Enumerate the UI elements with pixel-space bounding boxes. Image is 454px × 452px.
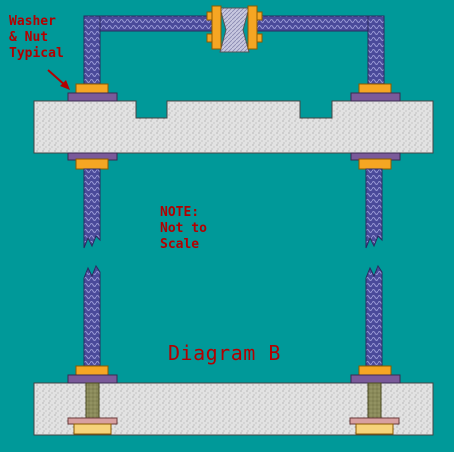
pipe-left-riser-top <box>83 15 101 89</box>
anchor-rod <box>367 382 382 420</box>
washer <box>67 92 118 102</box>
diagram-title: Diagram B <box>168 341 281 365</box>
washer <box>350 374 401 384</box>
expansion-joint-flange-right <box>247 5 258 50</box>
top-left-fastener <box>67 83 118 170</box>
expansion-joint-body <box>219 7 250 53</box>
pipe-right-lower-segment <box>365 264 383 369</box>
pipe-left-lower-segment <box>83 264 101 369</box>
top-right-fastener <box>350 83 401 170</box>
pipe-top-left-horizontal <box>83 15 213 32</box>
washer <box>67 374 118 384</box>
expansion-joint-flange-left <box>211 5 222 50</box>
anchor-rod <box>85 382 100 420</box>
anchor-nut <box>73 423 112 435</box>
washer <box>350 92 401 102</box>
nut <box>75 158 109 170</box>
expansion-joint-bolt <box>256 33 263 43</box>
note-line: Not to <box>160 221 207 236</box>
callout-line: Typical <box>9 46 64 61</box>
expansion-joint-bolt <box>256 11 263 21</box>
note-line: Scale <box>160 237 200 252</box>
washer-nut-callout: Washer & Nut Typical <box>9 14 64 62</box>
anchor-plate <box>349 417 400 425</box>
anchor-nut <box>355 423 394 435</box>
expansion-joint <box>206 5 263 53</box>
scale-note: NOTE: Not to Scale <box>160 205 207 253</box>
expansion-joint-bolt <box>206 33 213 43</box>
note-line: NOTE: <box>160 205 200 220</box>
bottom-left-anchor <box>67 365 118 435</box>
callout-line: Washer <box>9 14 56 29</box>
pipe-right-riser-top <box>367 15 385 89</box>
anchor-plate <box>67 417 118 425</box>
pipe-right-lower-upper-segment <box>365 168 383 249</box>
top-pipe-loop <box>83 15 385 89</box>
bottom-right-anchor <box>349 365 401 435</box>
callout-line: & Nut <box>9 30 49 45</box>
top-slab <box>33 100 434 154</box>
nut <box>358 158 392 170</box>
pipe-left-lower-upper-segment <box>83 168 101 249</box>
callout-arrow <box>47 69 70 90</box>
pipe-top-right-horizontal <box>256 15 385 32</box>
expansion-joint-bolt <box>206 11 213 21</box>
